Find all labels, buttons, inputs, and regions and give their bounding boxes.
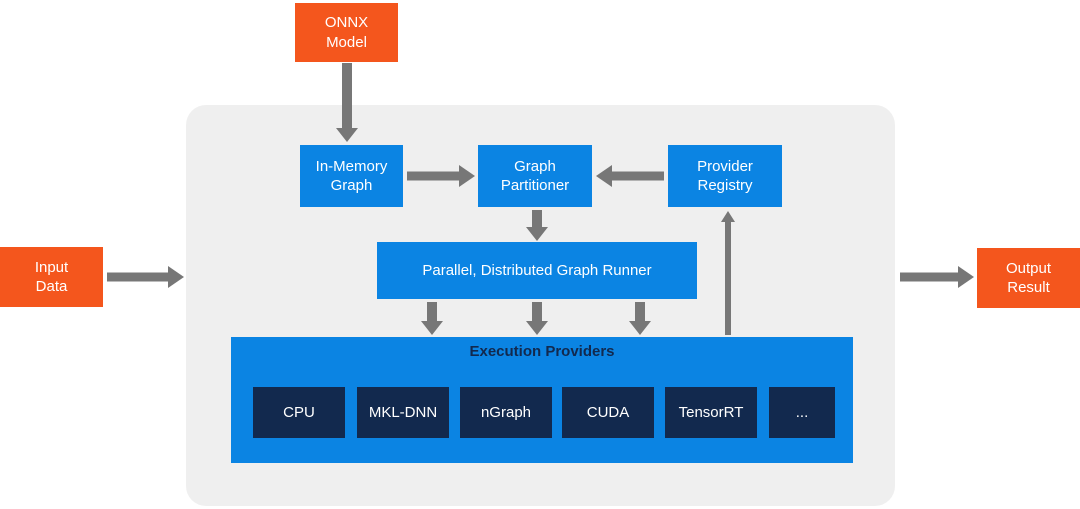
node-in-memory-graph: In-Memory Graph (300, 145, 403, 207)
node-graph-runner: Parallel, Distributed Graph Runner (377, 242, 697, 299)
arrow-input-to-runtime (107, 266, 184, 288)
arrow-providers-to-registry (721, 211, 735, 335)
provider-chip-cpu: CPU (253, 387, 345, 438)
node-graph-partitioner: Graph Partitioner (478, 145, 592, 207)
node-onnx-model: ONNX Model (295, 3, 398, 62)
provider-chip-mkl-dnn: MKL-DNN (357, 387, 449, 438)
arrow-in-memory-to-partitioner (407, 165, 475, 187)
node-output-result: Output Result (977, 248, 1080, 308)
arrow-partitioner-to-runner (526, 210, 548, 241)
provider-chip-ngraph: nGraph (460, 387, 552, 438)
arrow-runtime-to-output (900, 266, 974, 288)
arrow-runner-to-providers-2 (526, 302, 548, 335)
provider-chip-cuda: CUDA (562, 387, 654, 438)
arrow-runner-to-providers-3 (629, 302, 651, 335)
provider-chip-tensorrt: TensorRT (665, 387, 757, 438)
provider-chip-more: ... (769, 387, 835, 438)
arrow-runner-to-providers-1 (421, 302, 443, 335)
execution-providers-title: Execution Providers (469, 343, 615, 360)
execution-providers-container: Execution Providers CPU MKL-DNN nGraph C… (231, 337, 853, 463)
arrow-registry-to-partitioner (596, 165, 664, 187)
arrow-onnx-to-in-memory-graph (336, 63, 358, 142)
node-provider-registry: Provider Registry (668, 145, 782, 207)
node-input-data: Input Data (0, 247, 103, 307)
